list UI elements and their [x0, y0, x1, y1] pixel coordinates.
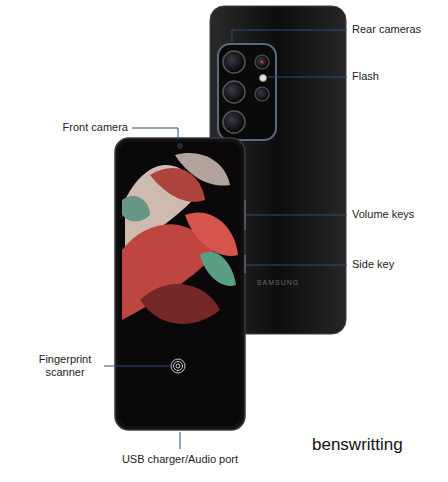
brand-logo: SAMSUNG [248, 278, 308, 287]
part-label: Flash [352, 70, 442, 83]
part-label: Fingerprint scanner [28, 353, 102, 379]
part-label: Front camera [40, 121, 128, 134]
part-label: Rear cameras [352, 23, 442, 36]
part-label: USB charger/Audio port [90, 453, 270, 466]
watermark: benswritting [312, 435, 442, 455]
part-label: Volume keys [352, 208, 442, 221]
part-label: Side key [352, 258, 442, 271]
